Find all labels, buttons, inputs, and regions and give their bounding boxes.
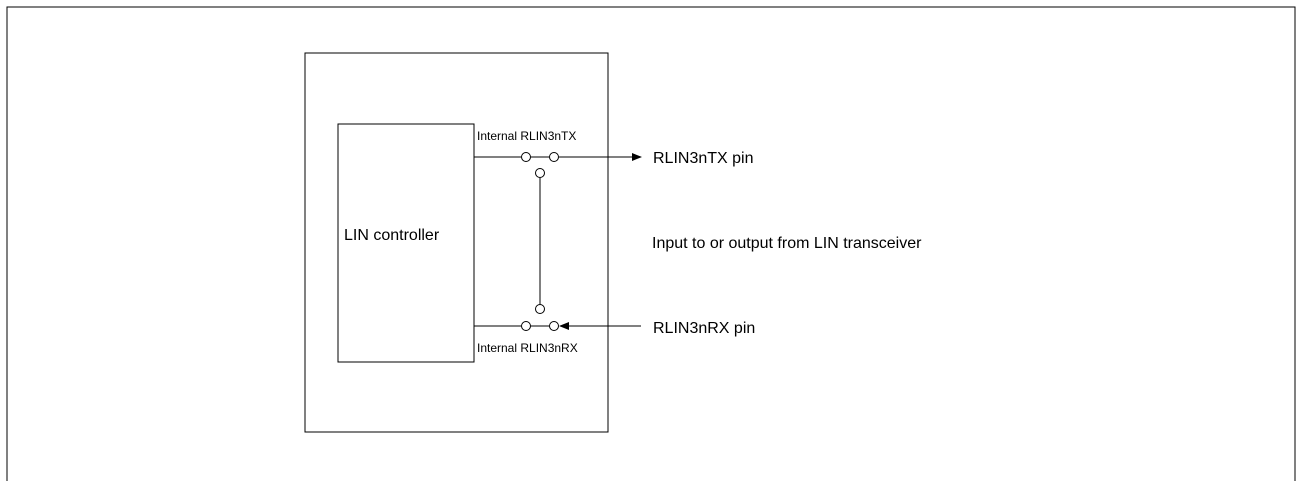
mcu-box — [304, 52, 609, 433]
rx-switch-contact-left — [521, 321, 531, 331]
lin-controller-box — [337, 123, 475, 363]
tx-switch-contact-left — [521, 152, 531, 162]
tx-pin-label: RLIN3nTX pin — [653, 150, 754, 167]
rx-pin-label: RLIN3nRX pin — [653, 320, 755, 337]
loopback-contact-bottom — [535, 304, 545, 314]
rx-path — [474, 321, 641, 331]
outer-frame — [6, 6, 1296, 481]
internal-tx-label: Internal RLIN3nTX — [477, 129, 576, 143]
tx-path — [474, 152, 642, 162]
rx-switch-contact-right — [549, 321, 559, 331]
internal-rx-label: Internal RLIN3nRX — [477, 341, 578, 355]
transceiver-label: Input to or output from LIN transceiver — [652, 235, 922, 252]
tx-switch-contact-right — [549, 152, 559, 162]
loopback-contact-top — [535, 168, 545, 178]
loopback-switch — [535, 168, 545, 314]
lin-controller-label: LIN controller — [344, 227, 440, 244]
